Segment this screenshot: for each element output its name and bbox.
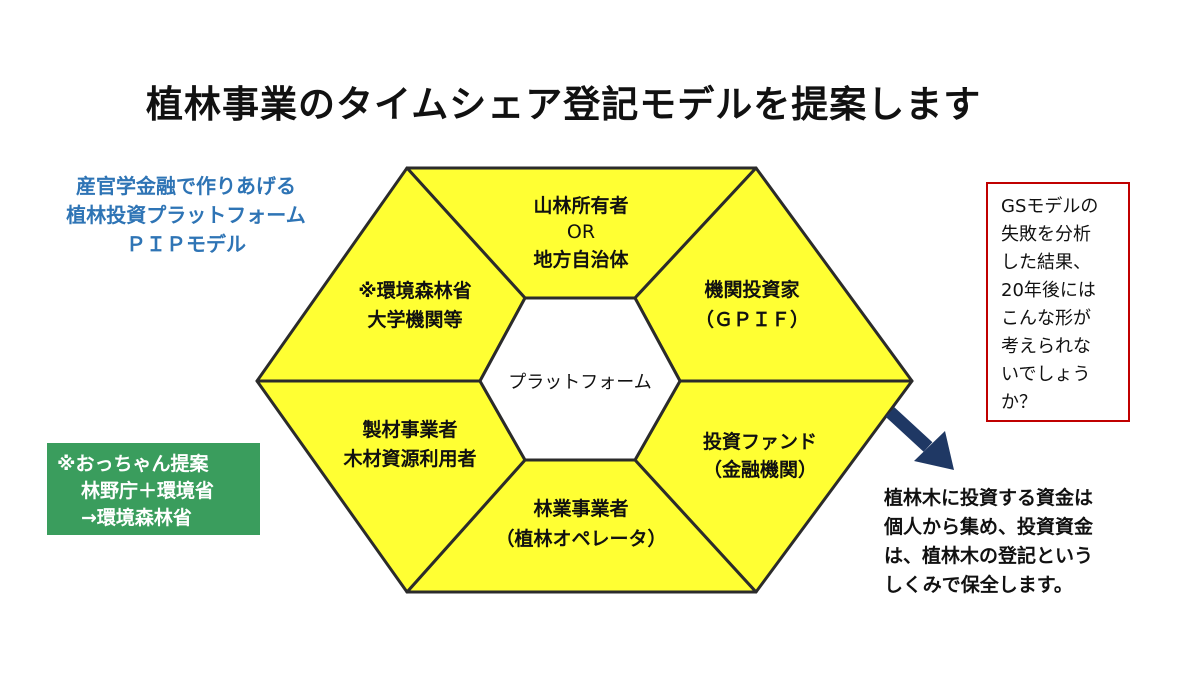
investment-note-line: しくみで保全します。 (884, 574, 1073, 596)
analysis-line: GSモデルの (1001, 196, 1099, 217)
segment-upper-right-label: 機関投資家 (704, 278, 800, 301)
segment-lower-left-label: 木材資源利用者 (342, 447, 476, 470)
investment-note-line: 個人から集め、投資資金 (884, 516, 1094, 538)
page-title: 植林事業のタイムシェア登記モデルを提案します (146, 83, 982, 126)
analysis-line: 20年後には (1001, 280, 1096, 301)
analysis-box: GSモデルの 失敗を分析 した結果、 20年後には こんな形が 考えられな いで… (986, 182, 1130, 422)
segment-lower-left-label: 製材事業者 (361, 418, 457, 441)
segment-bottom-label: （植林オペレータ） (495, 527, 666, 550)
segment-upper-right-label: （ＧＰＩＦ） (695, 308, 809, 331)
proposal-box: ※おっちゃん提案 林野庁＋環境省 →環境森林省 (47, 443, 260, 535)
proposal-line: →環境森林省 (81, 507, 192, 529)
analysis-line: こんな形が (1001, 308, 1091, 329)
proposal-line: 林野庁＋環境省 (81, 480, 215, 502)
pip-note-line: 産官学金融で作りあげる (76, 174, 296, 198)
segment-bottom-label: 林業事業者 (533, 497, 628, 520)
center-label: プラットフォーム (508, 372, 651, 393)
investment-note-line: は、植林木の登記という (884, 545, 1094, 567)
proposal-line: ※おっちゃん提案 (57, 453, 209, 475)
pip-note-line: ＰＩＰモデル (126, 232, 246, 256)
hexagon-segments (255, 166, 914, 594)
pip-model-note: 産官学金融で作りあげる 植林投資プラットフォーム ＰＩＰモデル (40, 172, 332, 259)
segment-lower-right-label: 投資ファンド (703, 430, 817, 453)
analysis-line: いでしょう (1001, 364, 1091, 385)
investment-note: 植林木に投資する資金は 個人から集め、投資資金 は、植林木の登記という しくみで… (884, 484, 1184, 600)
segment-upper-left-label: ※環境森林省 (358, 279, 471, 302)
segment-upper-left-label: 大学機関等 (367, 308, 462, 331)
center-hexagon (478, 296, 682, 462)
investment-note-line: 植林木に投資する資金は (884, 487, 1094, 509)
analysis-line: 考えられな (1001, 336, 1091, 357)
analysis-line: 失敗を分析 (1001, 224, 1091, 245)
segment-top-label: OR (567, 221, 595, 243)
segment-top-label: 地方自治体 (533, 248, 629, 271)
analysis-line: か？ (1001, 392, 1037, 413)
pip-note-line: 植林投資プラットフォーム (66, 203, 306, 227)
segment-top-label: 山林所有者 (533, 194, 628, 217)
arrow-icon (885, 407, 954, 470)
segment-lower-right-label: （金融機関） (703, 458, 817, 481)
analysis-line: した結果、 (1001, 252, 1091, 273)
